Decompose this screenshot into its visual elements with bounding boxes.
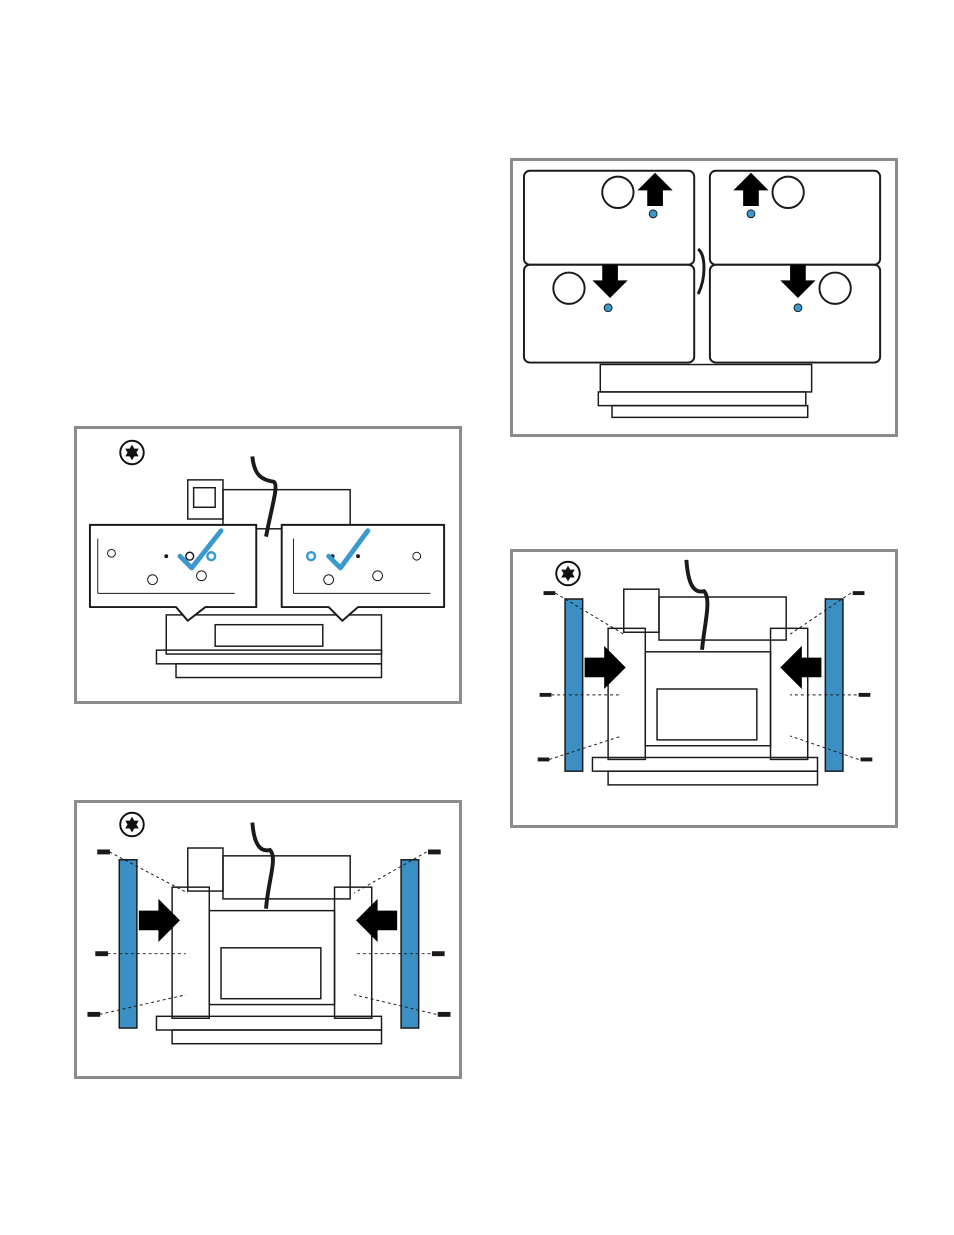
callout-top-right xyxy=(708,169,882,266)
arrow-icon xyxy=(356,898,398,942)
torx-star-icon xyxy=(119,811,145,838)
callout-top-left xyxy=(522,169,696,266)
arrow-icon xyxy=(592,264,628,298)
adjust-bracket-illustration xyxy=(522,169,882,419)
checkmark-icon xyxy=(177,528,224,571)
appliance-outline xyxy=(155,456,383,679)
checkmark-icon xyxy=(326,528,371,571)
attach-side-trims-panel-right xyxy=(510,549,898,828)
side-trim-right xyxy=(400,859,420,1029)
arrow-icon xyxy=(138,898,180,942)
arrow-icon xyxy=(780,645,822,689)
side-trim-right xyxy=(824,598,844,772)
side-trim-left xyxy=(564,598,584,772)
screw-icon xyxy=(87,849,451,1017)
side-trims-illustration xyxy=(537,559,873,786)
confirm-bracket-illustration xyxy=(88,439,446,679)
attach-side-trims-panel-left xyxy=(74,800,462,1079)
torx-star-icon xyxy=(555,560,581,587)
confirm-bracket-position-panel xyxy=(74,426,462,704)
screw-icon xyxy=(537,591,873,762)
arrow-icon xyxy=(637,172,673,207)
appliance-outline xyxy=(591,559,819,786)
arrow-icon xyxy=(733,172,769,207)
callout-left xyxy=(88,523,258,622)
adjust-bracket-height-panel xyxy=(510,158,898,437)
callout-right xyxy=(280,523,446,622)
appliance-outline xyxy=(155,822,383,1045)
side-trim-left xyxy=(118,859,138,1029)
torx-star-icon xyxy=(119,439,145,466)
arrow-icon xyxy=(780,264,816,298)
arrow-icon xyxy=(584,645,626,689)
side-trims-illustration xyxy=(87,811,451,1045)
